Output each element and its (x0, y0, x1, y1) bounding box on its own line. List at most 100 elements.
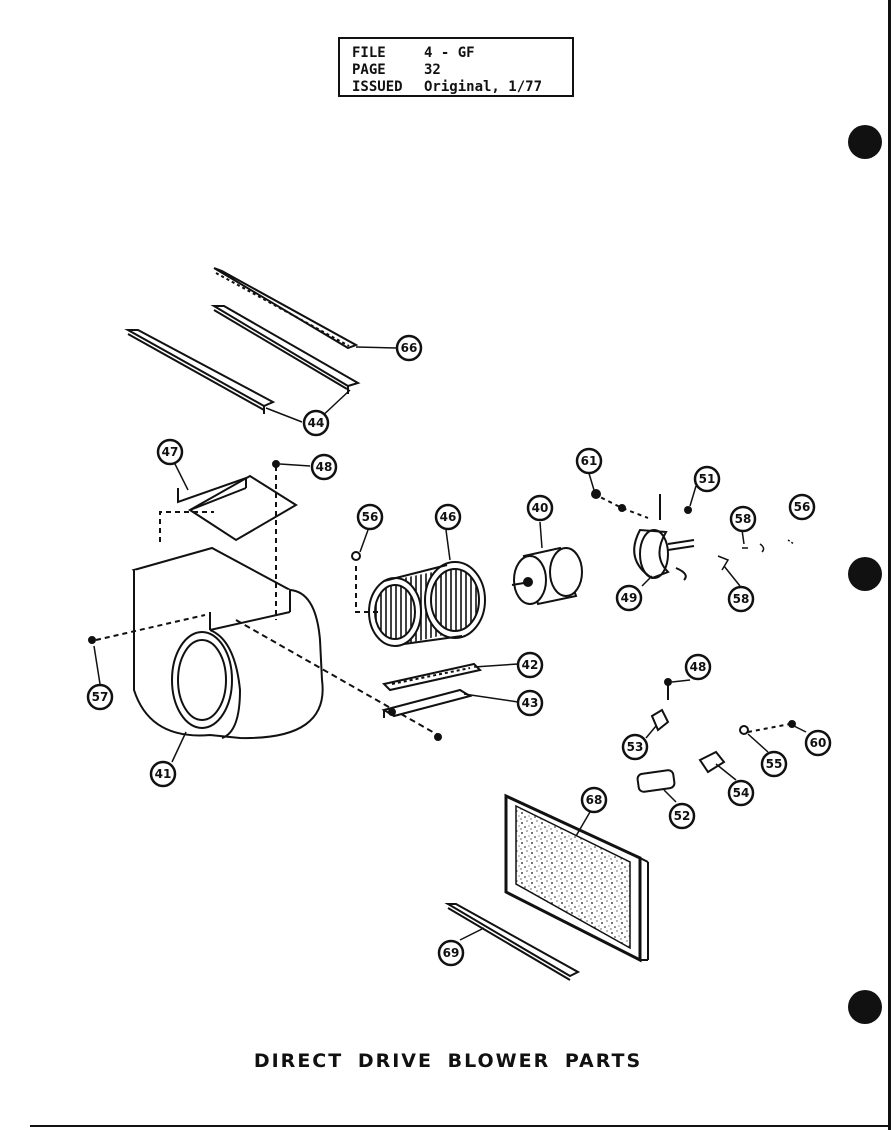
callout-60: 60 (804, 729, 832, 757)
motor-mount-band-49 (593, 493, 695, 581)
callout-label: 66 (401, 341, 418, 355)
filter-strip-69 (444, 903, 581, 981)
leader-lines (93, 346, 807, 941)
callout-label: 52 (674, 809, 691, 823)
callout-label: 58 (735, 512, 752, 526)
right-border (888, 0, 891, 1130)
callout-label: 43 (522, 696, 539, 710)
callout-circle (727, 779, 755, 807)
callout-label: 60 (810, 736, 827, 750)
top-channel-66 (213, 267, 359, 350)
blower-wheel-45 (355, 561, 486, 647)
blower-housing-41 (95, 466, 439, 740)
relay-54 (698, 750, 726, 774)
callout-circle (302, 409, 330, 437)
blower-motor-40 (511, 546, 583, 606)
callout-label: 41 (155, 767, 172, 781)
callout-42: 42 (516, 651, 544, 679)
mounting-channel-44-lower (124, 329, 276, 414)
callout-55: 55 (760, 750, 788, 778)
callout-label: 55 (766, 757, 783, 771)
hardware-pieces (88, 460, 795, 741)
callout-41: 41 (149, 760, 177, 788)
blower-top-bracket-47 (177, 474, 298, 542)
binder-hole-top (848, 125, 882, 159)
callout-circle (580, 786, 608, 814)
callout-label: 40 (532, 501, 549, 515)
callout-label: 69 (443, 946, 460, 960)
callout-circle (684, 653, 712, 681)
callout-58: 58 (727, 585, 755, 613)
callout-label: 58 (733, 592, 750, 606)
callout-label: 46 (440, 510, 457, 524)
callout-48: 48 (310, 453, 338, 481)
callout-circle (615, 584, 643, 612)
motor-rail-42 (382, 662, 482, 692)
file-value: 4 - GF (424, 45, 475, 61)
callout-circle (356, 503, 384, 531)
callout-circle (437, 939, 465, 967)
callout-label: 48 (690, 660, 707, 674)
mounting-channel-44-upper (210, 305, 361, 394)
callout-40: 40 (526, 494, 554, 522)
callout-56: 56 (356, 503, 384, 531)
callout-57: 57 (86, 683, 114, 711)
callout-label: 51 (699, 472, 716, 486)
callout-46: 46 (434, 503, 462, 531)
callout-43: 43 (516, 689, 544, 717)
file-label: FILE (352, 45, 386, 61)
motor-rail-43 (381, 688, 473, 718)
callout-circle (804, 729, 832, 757)
callout-circle (434, 503, 462, 531)
callout-circle (621, 733, 649, 761)
callout-label: 61 (581, 454, 598, 468)
binder-hole-middle (848, 557, 882, 591)
callout-54: 54 (727, 779, 755, 807)
callout-label: 47 (162, 445, 179, 459)
page-value: 32 (424, 62, 441, 78)
callout-circle (156, 438, 184, 466)
callout-69: 69 (437, 939, 465, 967)
bottom-border (30, 1125, 891, 1127)
callout-circle (86, 683, 114, 711)
callout-66: 66 (395, 334, 423, 362)
callout-label: 42 (522, 658, 539, 672)
callout-circle (526, 494, 554, 522)
callout-56: 56 (788, 493, 816, 521)
callout-label: 56 (362, 510, 379, 524)
callout-circle (310, 453, 338, 481)
callout-49: 49 (615, 584, 643, 612)
callout-label: 68 (586, 793, 603, 807)
callout-61: 61 (575, 447, 603, 475)
callout-circle (395, 334, 423, 362)
callout-51: 51 (693, 465, 721, 493)
issued-value: Original, 1/77 (424, 79, 543, 95)
file-row: FILE 4 - GF (352, 45, 475, 61)
callout-48: 48 (684, 653, 712, 681)
callout-label: 48 (316, 460, 333, 474)
callout-circle (149, 760, 177, 788)
callout-label: 44 (308, 416, 325, 430)
callout-58: 58 (729, 505, 757, 533)
callout-circle (788, 493, 816, 521)
callout-circle (729, 505, 757, 533)
callout-label: 54 (733, 786, 750, 800)
callout-circle (516, 651, 544, 679)
air-filter-68 (504, 793, 649, 963)
capacitor-52 (636, 769, 676, 793)
terminal-55 (739, 720, 796, 735)
callout-circle (575, 447, 603, 475)
callout-52: 52 (668, 802, 696, 830)
callout-label: 56 (794, 500, 811, 514)
callout-circle (760, 750, 788, 778)
callout-47: 47 (156, 438, 184, 466)
binder-hole-bottom (848, 990, 882, 1024)
diagram-caption: DIRECT DRIVE BLOWER PARTS (253, 1050, 643, 1072)
capacitor-clip-53 (650, 708, 670, 732)
